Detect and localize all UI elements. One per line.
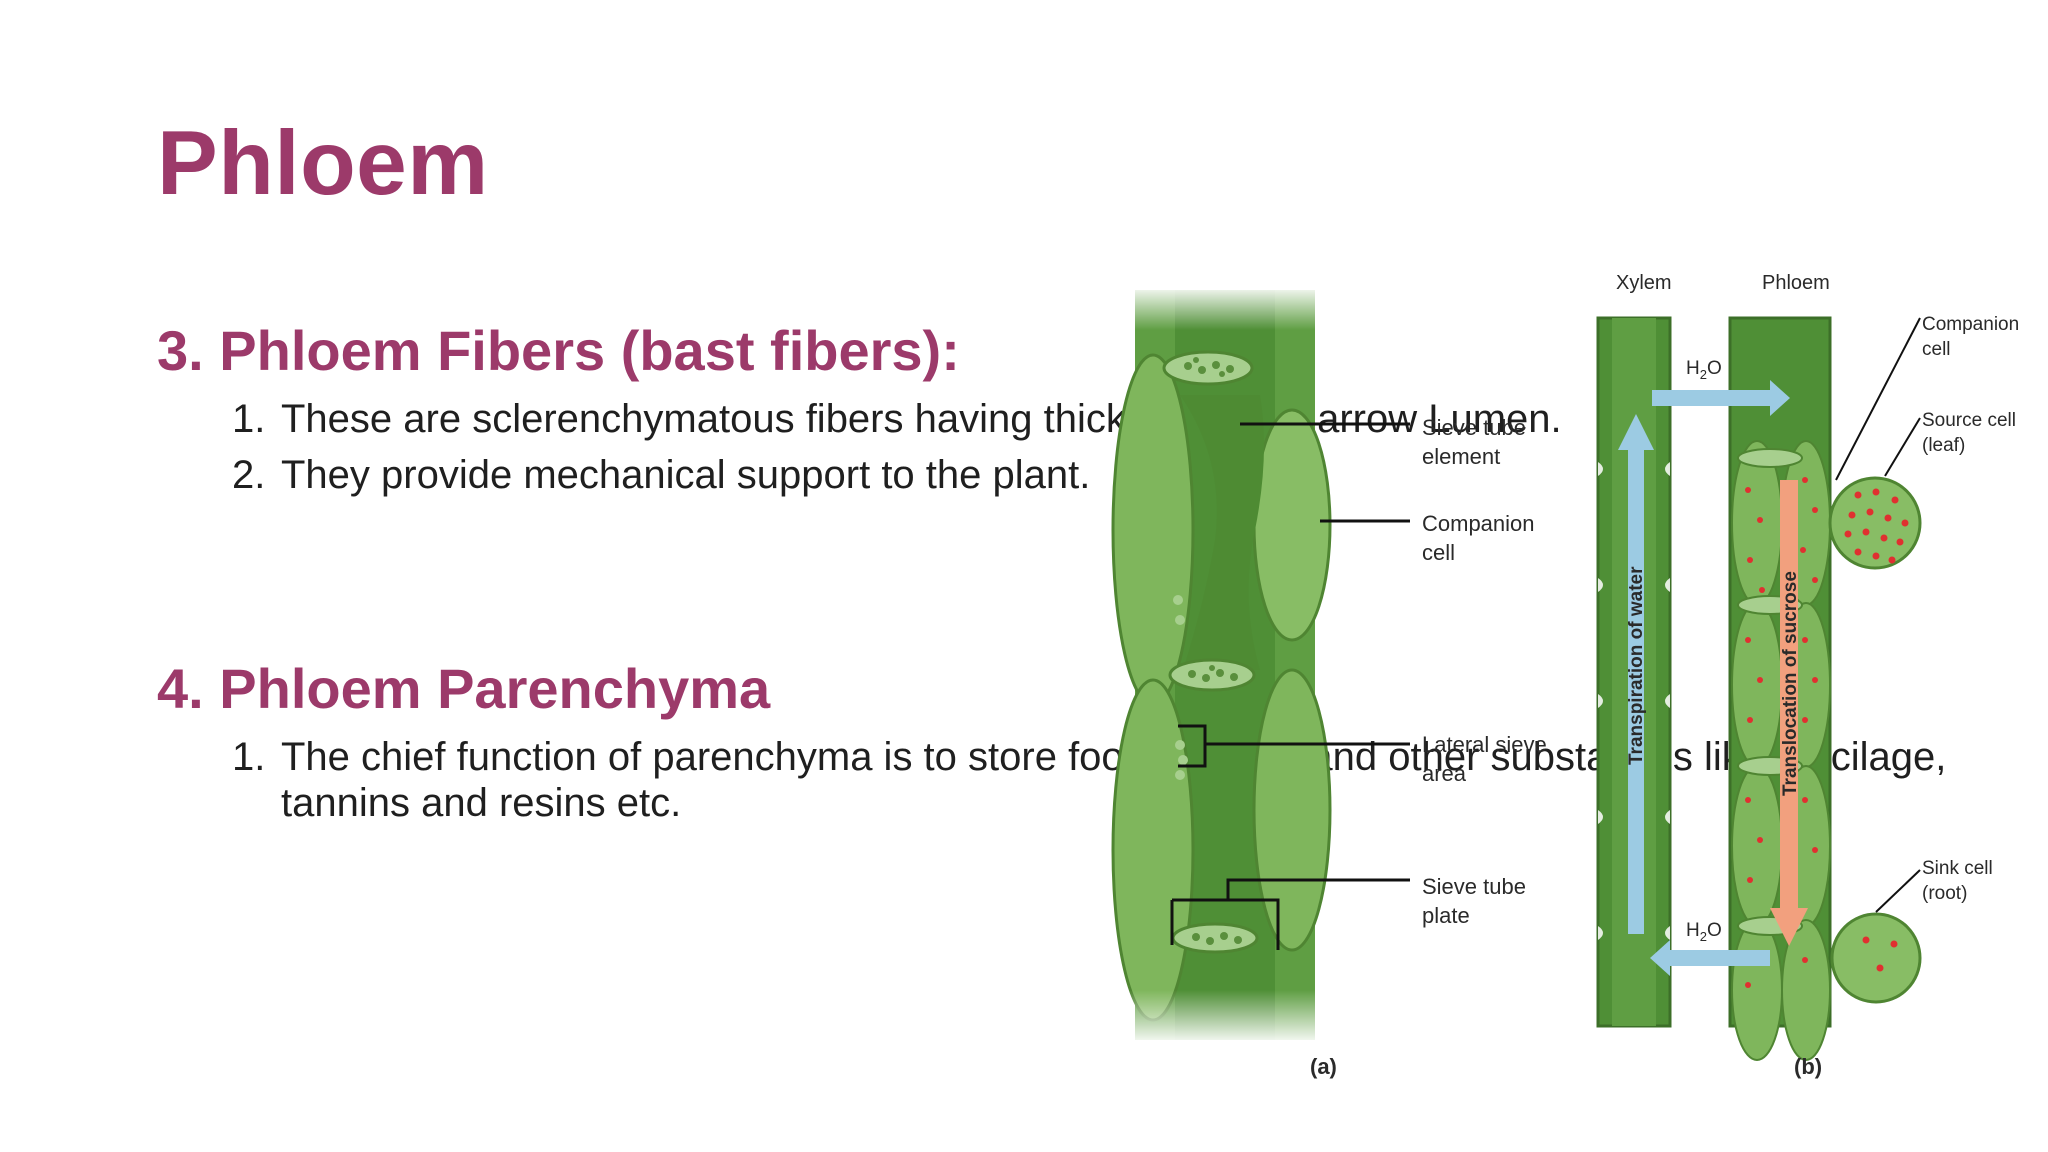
label-sieve-tube-element-2: element [1422, 444, 1500, 469]
label-lateral-sieve-area-2: area [1422, 761, 1467, 786]
list-item: 2. They provide mechanical support to th… [232, 452, 1562, 498]
label-source-cell-2: (leaf) [1922, 435, 1965, 456]
label-transpiration: Transpiration of water [1626, 566, 1647, 765]
h2o-arrow-top-head [1770, 380, 1790, 416]
label-companion-cell-2: cell [1422, 540, 1455, 565]
h2o-arrow-bottom [1668, 950, 1770, 966]
sink-cell [1830, 912, 1922, 1004]
label-xylem: Xylem [1616, 272, 1672, 294]
label-translocation: Translocation of sucrose [1780, 571, 1801, 796]
list-phloem-fibers: 1. These are sclerenchymatous fibers hav… [232, 396, 1562, 508]
source-cell-sucrose-dots [1844, 488, 1909, 564]
sieve-plate [1171, 922, 1259, 954]
label-source-cell: Source cell [1922, 410, 2016, 431]
list-item-text: These are sclerenchymatous fibers having… [281, 397, 1562, 441]
list-item-number: 1. [232, 735, 266, 779]
translocation-arrow [1780, 480, 1798, 910]
xylem-vessel [1596, 316, 1672, 1028]
list-item-number: 2. [232, 453, 266, 497]
sieve-plate [1162, 350, 1254, 386]
label-sieve-tube-element: Sieve tube [1422, 415, 1526, 440]
h2o-arrow-bottom-head [1650, 940, 1670, 976]
caption-b: (b) [1794, 1054, 1822, 1079]
h2o-arrow-top [1652, 390, 1772, 406]
sink-cell-sucrose-dots [1862, 936, 1898, 972]
leader-line [1835, 317, 1921, 481]
label-sink-cell: Sink cell [1922, 858, 1993, 879]
label-h2o-top: H2O [1686, 358, 1722, 382]
label-companion-cell: Companion [1422, 511, 1535, 536]
label-phloem: Phloem [1762, 272, 1830, 294]
slide-title: Phloem [157, 113, 489, 214]
panel-a-sieve-tube [1111, 285, 1410, 1045]
section-heading-phloem-fibers: 3. Phloem Fibers (bast fibers): [157, 319, 960, 382]
label-sieve-tube-plate-2: plate [1422, 903, 1470, 928]
transpiration-arrow [1628, 448, 1644, 934]
phloem-diagram: Sieve tube element Companion cell Latera… [1100, 250, 2040, 1090]
label-sink-cell-2: (root) [1922, 883, 1967, 904]
list-item-number: 1. [232, 397, 266, 441]
caption-a: (a) [1310, 1054, 1337, 1079]
list-item: 1. These are sclerenchymatous fibers hav… [232, 396, 1562, 442]
label-companion-cell-b: Companion [1922, 314, 2019, 335]
label-companion-cell-b-2: cell [1922, 339, 1951, 360]
label-sieve-tube-plate: Sieve tube [1422, 874, 1526, 899]
sieve-plate [1168, 658, 1256, 692]
list-item-text: They provide mechanical support to the p… [281, 453, 1091, 497]
leader-line [1884, 417, 1921, 477]
phloem-diagram-svg: Sieve tube element Companion cell Latera… [1111, 272, 2019, 1079]
companion-cell-a [1252, 408, 1332, 642]
section-heading-phloem-parenchyma: 4. Phloem Parenchyma [157, 657, 771, 720]
leader-line [1875, 869, 1921, 913]
transpiration-arrow-head [1618, 414, 1654, 450]
label-lateral-sieve-area: Lateral sieve [1422, 732, 1547, 757]
label-h2o-bottom: H2O [1686, 920, 1722, 944]
translocation-arrow-head [1770, 908, 1808, 946]
